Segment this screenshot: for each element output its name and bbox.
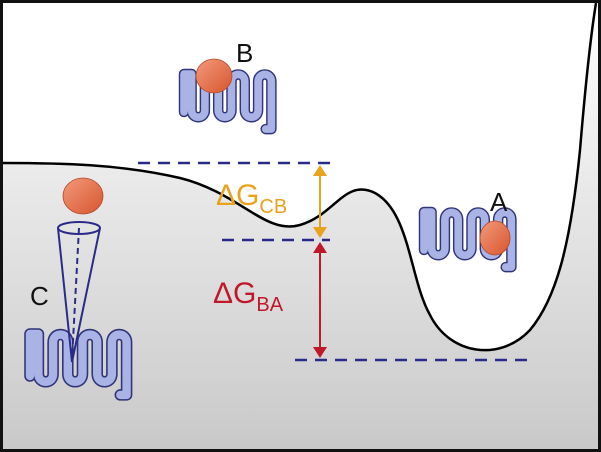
ligand-state-b xyxy=(195,58,233,94)
ligand-state-a xyxy=(479,220,511,256)
energy-curve xyxy=(2,2,598,352)
delta-g-ba-label: ΔGBA xyxy=(213,277,284,316)
delta-g-cb-arrow xyxy=(313,165,327,238)
delta-g-ba-arrow xyxy=(313,242,327,358)
delta-g-cb-label: ΔGCB xyxy=(216,179,287,218)
state-a-label: A xyxy=(490,187,508,217)
diffusion-cone xyxy=(57,221,101,363)
state-c-label: C xyxy=(30,281,49,311)
state-b-label: B xyxy=(236,38,253,68)
ligand-state-c xyxy=(62,177,104,215)
